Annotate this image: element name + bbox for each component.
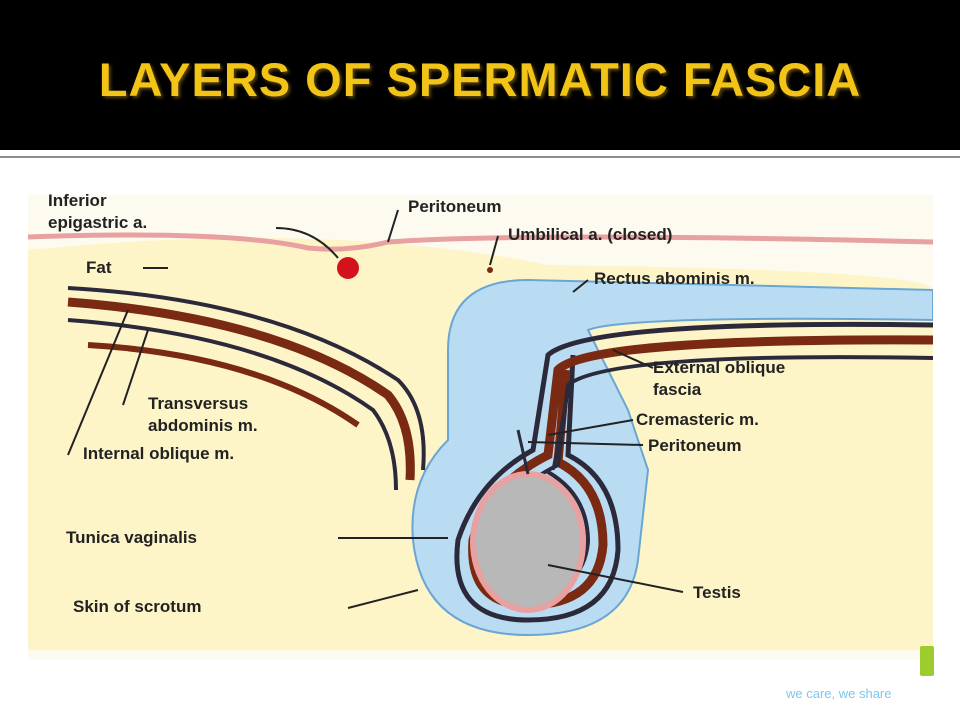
footer-tagline: we care, we share	[786, 686, 892, 701]
inferior-epigastric-artery	[337, 257, 359, 279]
title-divider	[0, 151, 960, 154]
label-transversus-1: Transversus	[148, 394, 248, 413]
umbilical-artery	[487, 267, 493, 273]
label-rectus: Rectus abominis m.	[594, 269, 755, 288]
label-testis: Testis	[693, 583, 741, 602]
title-divider-shadow	[0, 156, 960, 158]
label-tunica-vaginalis: Tunica vaginalis	[66, 528, 197, 547]
label-transversus-2: abdominis m.	[148, 416, 258, 435]
label-inferior-epigastric-1: Inferior	[48, 191, 107, 210]
logo-mark-icon	[920, 646, 934, 676]
label-fat: Fat	[86, 258, 112, 277]
label-peritoneum-mid: Peritoneum	[648, 436, 742, 455]
label-inferior-epigastric-2: epigastric a.	[48, 213, 147, 232]
label-external-oblique-2: fascia	[653, 380, 702, 399]
slide-title: LAYERS OF SPERMATIC FASCIA	[0, 52, 960, 107]
label-peritoneum-top: Peritoneum	[408, 197, 502, 216]
spermatic-fascia-diagram: Inferior epigastric a. Peritoneum Umbili…	[28, 180, 933, 660]
testis	[473, 474, 583, 610]
label-external-oblique-1: External oblique	[653, 358, 785, 377]
label-cremasteric: Cremasteric m.	[636, 410, 759, 429]
label-skin-of-scrotum: Skin of scrotum	[73, 597, 201, 616]
label-internal-oblique: Internal oblique m.	[83, 444, 234, 463]
label-umbilical: Umbilical a. (closed)	[508, 225, 672, 244]
